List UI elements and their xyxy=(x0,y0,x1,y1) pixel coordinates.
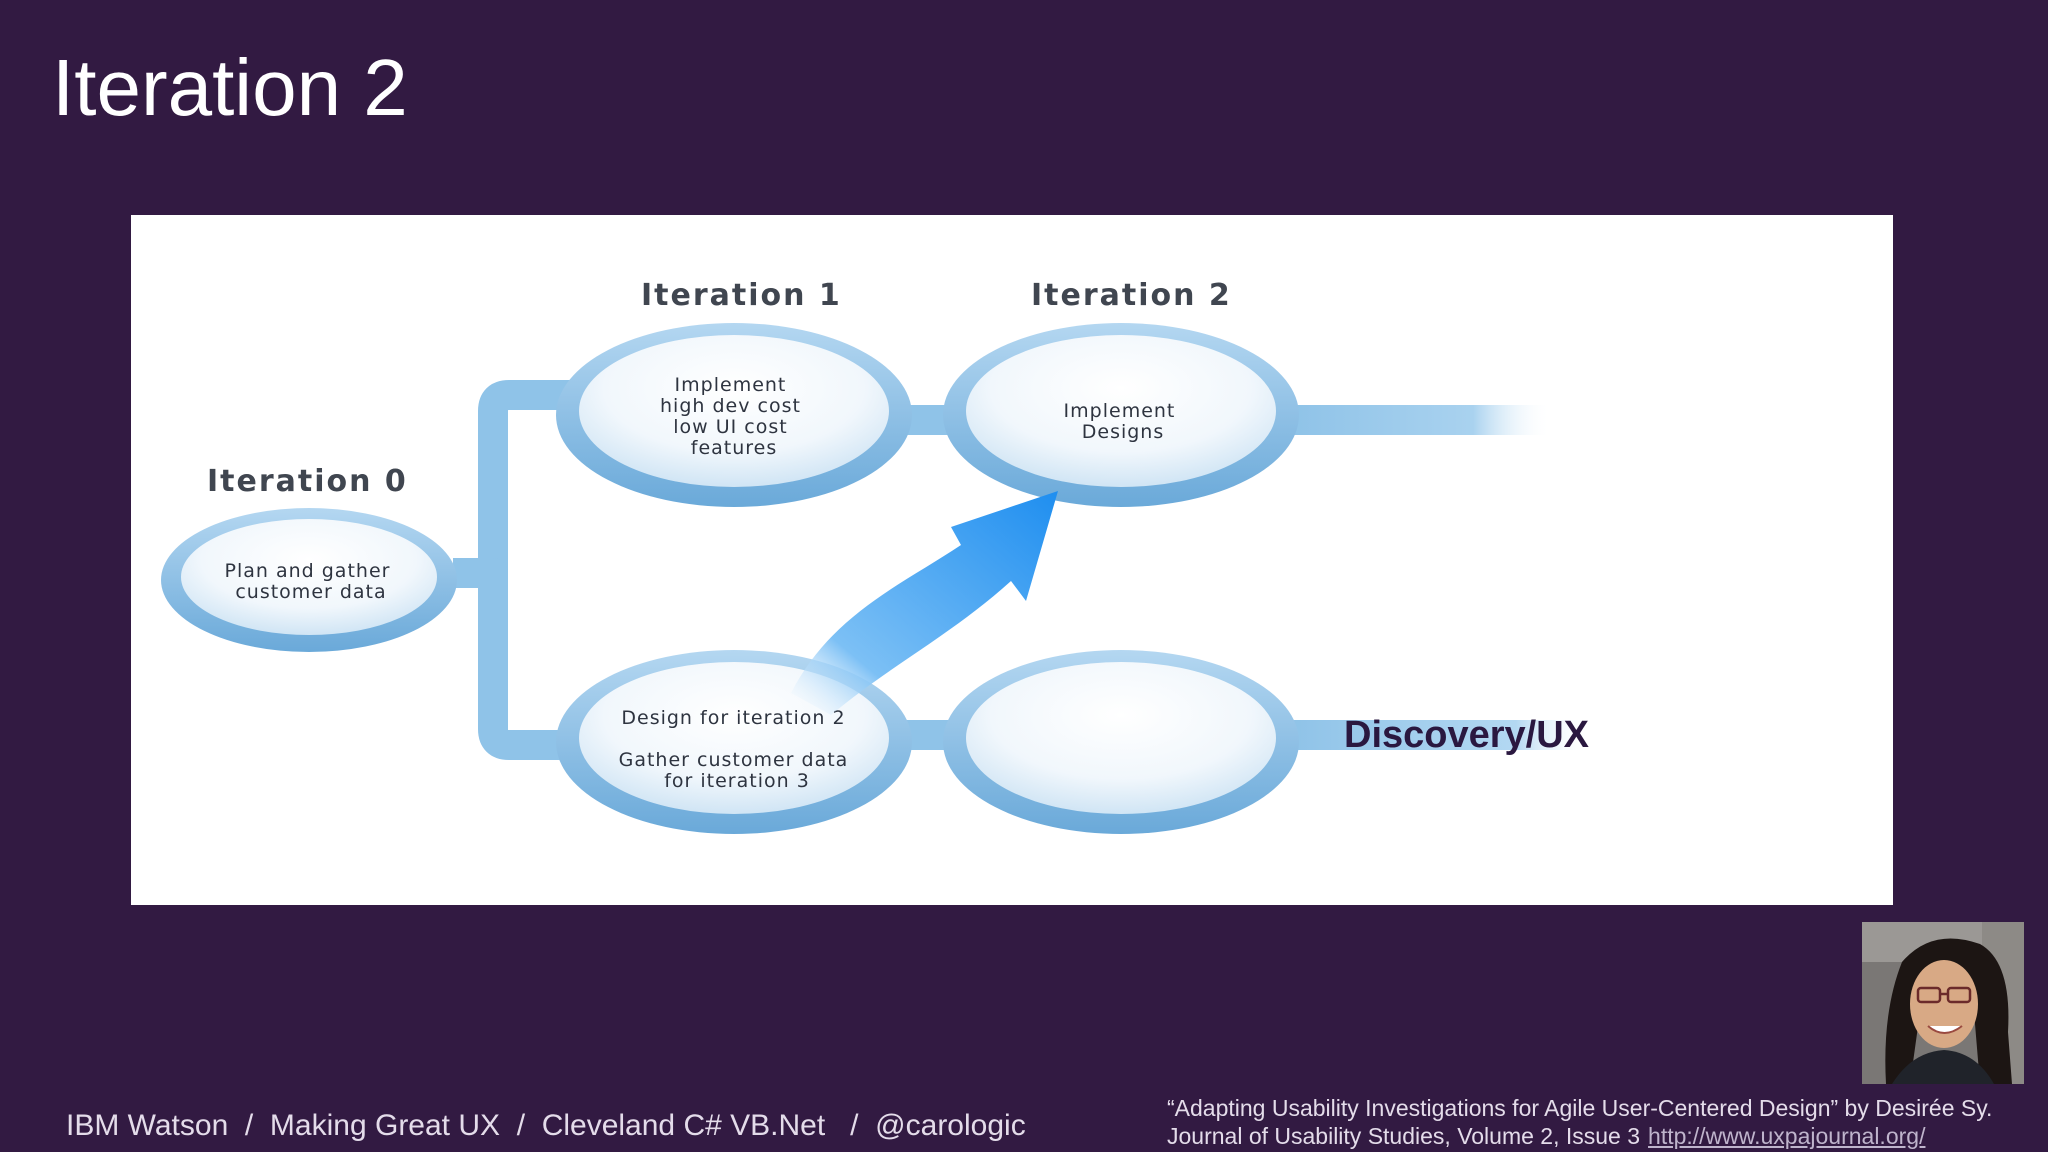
citation-line-1: “Adapting Usability Investigations for A… xyxy=(1167,1095,1993,1121)
node-iteration-1-ux-text: Design for iteration 2 Gather customer d… xyxy=(619,707,856,792)
stage-label-iteration-0: Iteration 0 xyxy=(207,464,408,499)
iteration-diagram: Plan and gather customer data Implement … xyxy=(161,278,1591,834)
node-iteration-2-ux xyxy=(943,650,1299,834)
track-top-tail xyxy=(1291,405,1551,435)
speaker-photo xyxy=(1862,922,2024,1084)
speaker-photo-image xyxy=(1862,922,2024,1084)
discovery-ux-label: Discovery/UX xyxy=(1344,714,1590,756)
branch-upper xyxy=(453,380,571,588)
citation-line-2: Journal of Usability Studies, Volume 2, … xyxy=(1167,1122,2037,1150)
citation-journal: Journal of Usability Studies, Volume 2, … xyxy=(1167,1123,1641,1149)
diagram-panel: Plan and gather customer data Implement … xyxy=(131,215,1893,905)
node-iteration-2-dev: Implement Designs xyxy=(943,323,1299,507)
stage-label-iteration-2: Iteration 2 xyxy=(1031,278,1232,313)
node-iteration-1-dev-text: Implement high dev cost low UI cost feat… xyxy=(660,374,808,459)
track-bottom-tail xyxy=(1291,720,1591,750)
citation-link[interactable]: http://www.uxpajournal.org/ xyxy=(1648,1123,1926,1149)
stage-label-iteration-1: Iteration 1 xyxy=(641,278,842,313)
slide-title: Iteration 2 xyxy=(52,43,408,132)
branch-lower xyxy=(453,558,571,760)
node-iteration-0: Plan and gather customer data xyxy=(161,508,457,652)
node-iteration-0-text: Plan and gather customer data xyxy=(225,560,398,603)
node-iteration-1-dev: Implement high dev cost low UI cost feat… xyxy=(556,323,912,507)
node-iteration-2-dev-text: Implement Designs xyxy=(1064,400,1183,443)
connector-tracks xyxy=(453,380,1591,760)
citation: “Adapting Usability Investigations for A… xyxy=(1167,1094,2037,1150)
footer-credits: IBM Watson / Making Great UX / Cleveland… xyxy=(66,1109,1026,1142)
handoff-arrow xyxy=(791,491,1058,715)
